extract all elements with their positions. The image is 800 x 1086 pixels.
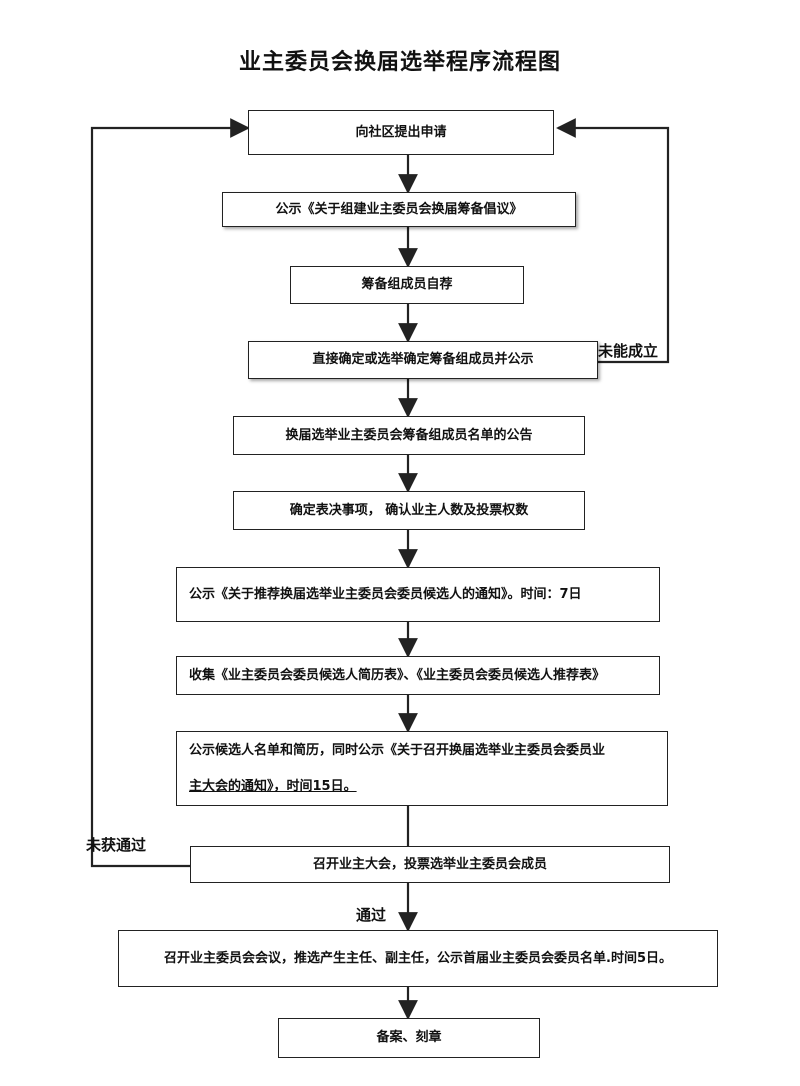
label-passed: 通过 bbox=[356, 906, 387, 924]
step-self-nomination: 筹备组成员自荐 bbox=[290, 266, 524, 304]
step-confirm-committee: 直接确定或选举确定筹备组成员并公示 bbox=[248, 341, 598, 379]
diagram-title: 业主委员会换届选举程序流程图 bbox=[238, 50, 561, 75]
feedback-not-passed bbox=[90, 118, 250, 868]
step-apply-to-community: 向社区提出申请 bbox=[248, 110, 554, 155]
step-label: 向社区提出申请 bbox=[355, 124, 447, 140]
step-member-list-notice: 换届选举业主委员会筹备组成员名单的公告 bbox=[233, 416, 585, 455]
step-label-line2: 主大会的通知》，时间15日。 bbox=[189, 778, 357, 794]
step-filing-and-seal: 备案、刻章 bbox=[278, 1018, 540, 1058]
step-announce-candidates: 公示候选人名单和简历，同时公示《关于召开换届选举业主委员会委员业 主大会的通知》… bbox=[176, 731, 668, 806]
step-announce-candidate-recommendation: 公示《关于推荐换届选举业主委员会委员候选人的通知》。时间：7日 bbox=[176, 567, 660, 622]
step-label: 备案、刻章 bbox=[376, 1030, 442, 1046]
step-label: 召开业主委员会会议，推选产生主任、副主任，公示首届业主委员会委员名单.时间5日。 bbox=[164, 950, 672, 966]
feedback-not-established bbox=[556, 118, 670, 364]
step-label: 筹备组成员自荐 bbox=[361, 277, 453, 293]
step-label: 公示《关于推荐换届选举业主委员会委员候选人的通知》。时间：7日 bbox=[189, 586, 582, 602]
step-collect-candidate-forms: 收集《业主委员会委员候选人简历表》、《业主委员会委员候选人推荐表》 bbox=[176, 656, 660, 695]
step-confirm-voting-matters: 确定表决事项， 确认业主人数及投票权数 bbox=[233, 491, 585, 530]
step-label-line1: 公示候选人名单和简历，同时公示《关于召开换届选举业主委员会委员业 bbox=[189, 743, 606, 758]
step-label: 召开业主大会，投票选举业主委员会成员 bbox=[312, 856, 547, 872]
step-label: 直接确定或选举确定筹备组成员并公示 bbox=[312, 352, 534, 368]
step-announce-proposal: 公示《关于组建业主委员会换届筹备倡议》 bbox=[222, 192, 576, 227]
step-label: 换届选举业主委员会筹备组成员名单的公告 bbox=[285, 427, 533, 443]
label-not-established: 未能成立 bbox=[598, 342, 659, 360]
step-committee-meeting: 召开业主委员会会议，推选产生主任、副主任，公示首届业主委员会委员名单.时间5日。 bbox=[118, 930, 718, 987]
step-label: 确定表决事项， 确认业主人数及投票权数 bbox=[289, 502, 529, 518]
label-not-passed: 未获通过 bbox=[86, 836, 147, 854]
step-label: 收集《业主委员会委员候选人简历表》、《业主委员会委员候选人推荐表》 bbox=[189, 667, 606, 683]
step-owners-general-meeting: 召开业主大会，投票选举业主委员会成员 bbox=[190, 846, 670, 883]
step-label: 公示《关于组建业主委员会换届筹备倡议》 bbox=[275, 201, 523, 217]
